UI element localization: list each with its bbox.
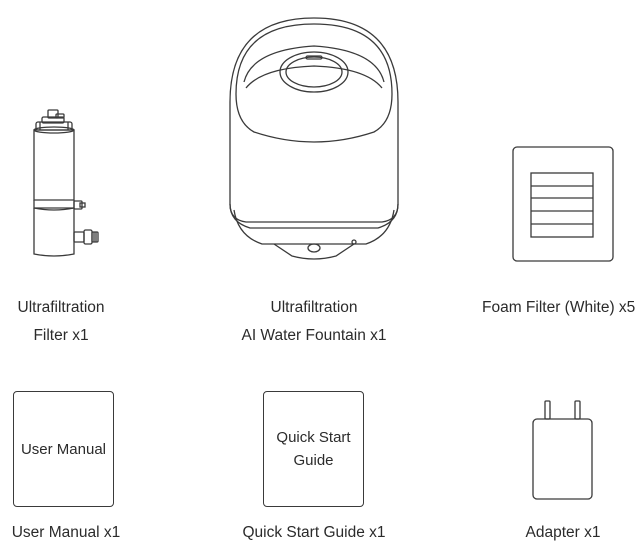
quick-start-guide-icon: Quick Start Guide	[263, 391, 364, 507]
user-manual-icon: User Manual	[13, 391, 114, 507]
quick-start-guide-cover-text: Quick Start Guide	[276, 429, 351, 469]
filter-caption: Ultrafiltration Filter x1	[0, 294, 122, 350]
adapter-caption: Adapter x1	[495, 519, 631, 547]
fountain-caption-line2: AI Water Fountain x1	[241, 327, 387, 344]
filter-caption-line1: Ultrafiltration	[17, 299, 105, 316]
foam-filter-icon	[512, 146, 614, 262]
water-fountain-icon	[229, 17, 399, 260]
adapter-caption-line1: Adapter x1	[525, 524, 601, 541]
filter-cartridge-icon	[33, 109, 99, 257]
foam-filter-caption-line1: Foam Filter (White) x5	[482, 299, 636, 316]
user-manual-caption: User Manual x1	[0, 519, 132, 547]
power-adapter-icon	[532, 400, 593, 500]
user-manual-cover-text: User Manual	[20, 440, 107, 458]
quick-start-guide-caption-line1: Quick Start Guide x1	[242, 524, 386, 541]
user-manual-caption-line1: User Manual x1	[11, 524, 121, 541]
filter-caption-line2: Filter x1	[33, 327, 89, 344]
fountain-caption-line1: Ultrafiltration	[270, 299, 358, 316]
quick-start-guide-caption: Quick Start Guide x1	[226, 519, 402, 547]
fountain-caption: Ultrafiltration AI Water Fountain x1	[214, 294, 414, 350]
foam-filter-caption: Foam Filter (White) x5	[482, 294, 643, 322]
